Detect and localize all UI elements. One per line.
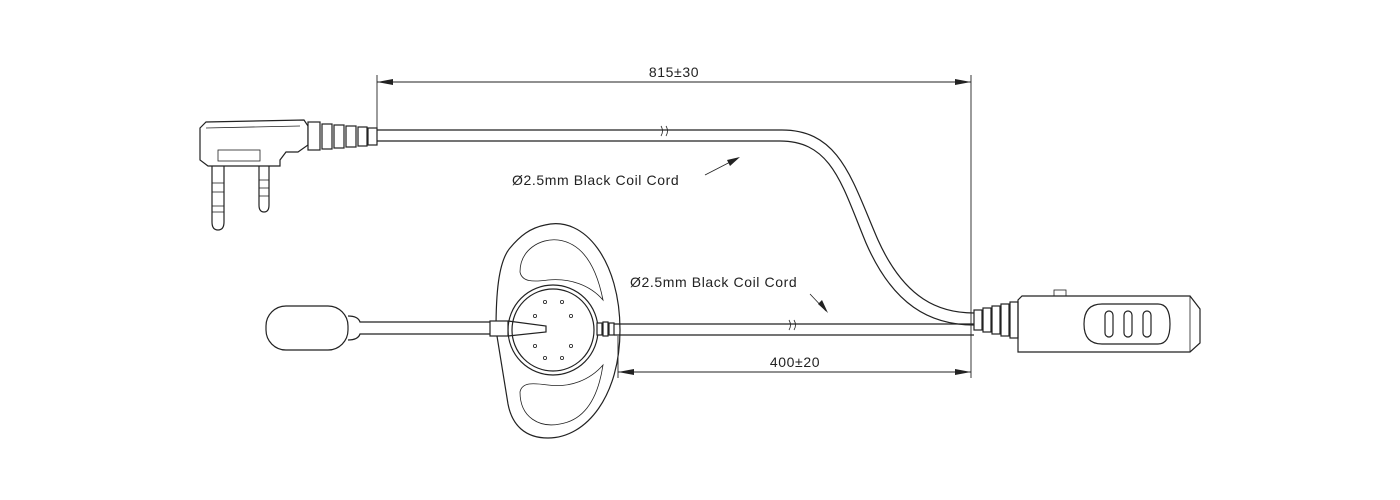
top-cable: Ø2.5mm Black Coil Cord [377, 125, 975, 326]
overall-length-dimension: 815±30 [376, 64, 972, 378]
bottom-cable: Ø2.5mm Black Coil Cord [614, 274, 974, 336]
overall-length-label: 815±30 [649, 64, 699, 80]
ptt-box [973, 289, 1201, 353]
earhook-speaker [489, 223, 621, 439]
top-cord-label: Ø2.5mm Black Coil Cord [512, 172, 679, 188]
mic-cable-length-label: 400±20 [770, 354, 820, 370]
speaker-holes [533, 299, 574, 360]
k-plug-connector [199, 119, 378, 231]
mic-cable-dimension: 400±20 [617, 336, 971, 378]
bottom-cord-label: Ø2.5mm Black Coil Cord [630, 274, 797, 290]
boom-microphone [265, 305, 496, 351]
